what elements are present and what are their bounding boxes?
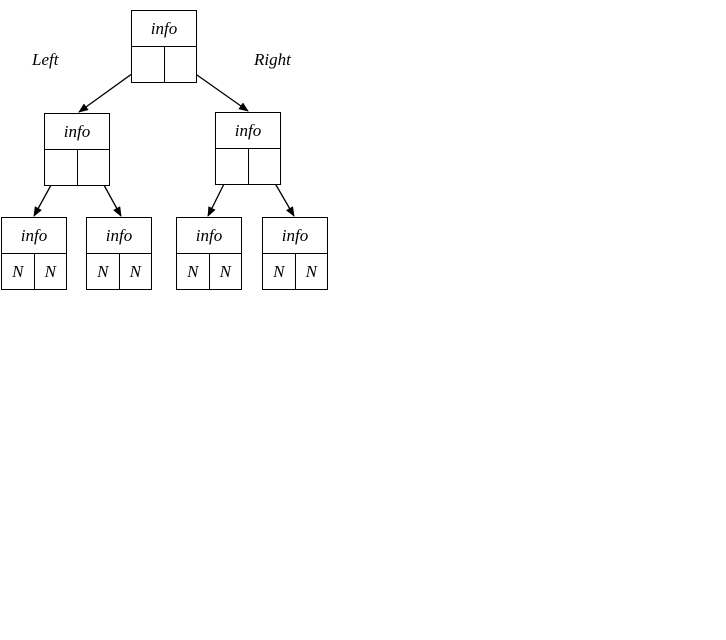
null-pointer-left: N [273,261,285,281]
right-label: Right [254,50,291,69]
right-pointer [76,150,110,185]
node-pointers [45,150,109,185]
node-info: info [2,218,66,254]
right-child-node: info [215,112,281,185]
leaf-node-left-left: info N N [1,217,67,290]
left-pointer [132,47,164,82]
null-pointer-right: N [294,254,328,289]
node-pointers: N N [87,254,151,289]
leaf-node-right-right: info N N [262,217,328,290]
left-label: Left [32,50,59,69]
node-info: info [263,218,327,254]
left-pointer [45,150,77,185]
node-pointers: N N [263,254,327,289]
node-info: info [132,11,196,47]
node-pointers [132,47,196,82]
node-pointers: N N [177,254,241,289]
null-pointer-right: N [33,254,67,289]
node-info: info [177,218,241,254]
null-pointer-right: N [118,254,152,289]
root-node: info [131,10,197,83]
left-child-node: info [44,113,110,186]
node-pointers: N N [2,254,66,289]
leaf-node-right-left: info N N [176,217,242,290]
leaf-node-left-right: info N N [86,217,152,290]
right-pointer [163,47,197,82]
node-info: info [45,114,109,150]
null-pointer-left: N [12,261,24,281]
null-pointer-left: N [187,261,199,281]
node-pointers [216,149,280,184]
null-pointer-left: N [97,261,109,281]
node-info: info [216,113,280,149]
left-pointer [216,149,248,184]
right-pointer [247,149,281,184]
null-pointer-right: N [208,254,242,289]
node-info: info [87,218,151,254]
